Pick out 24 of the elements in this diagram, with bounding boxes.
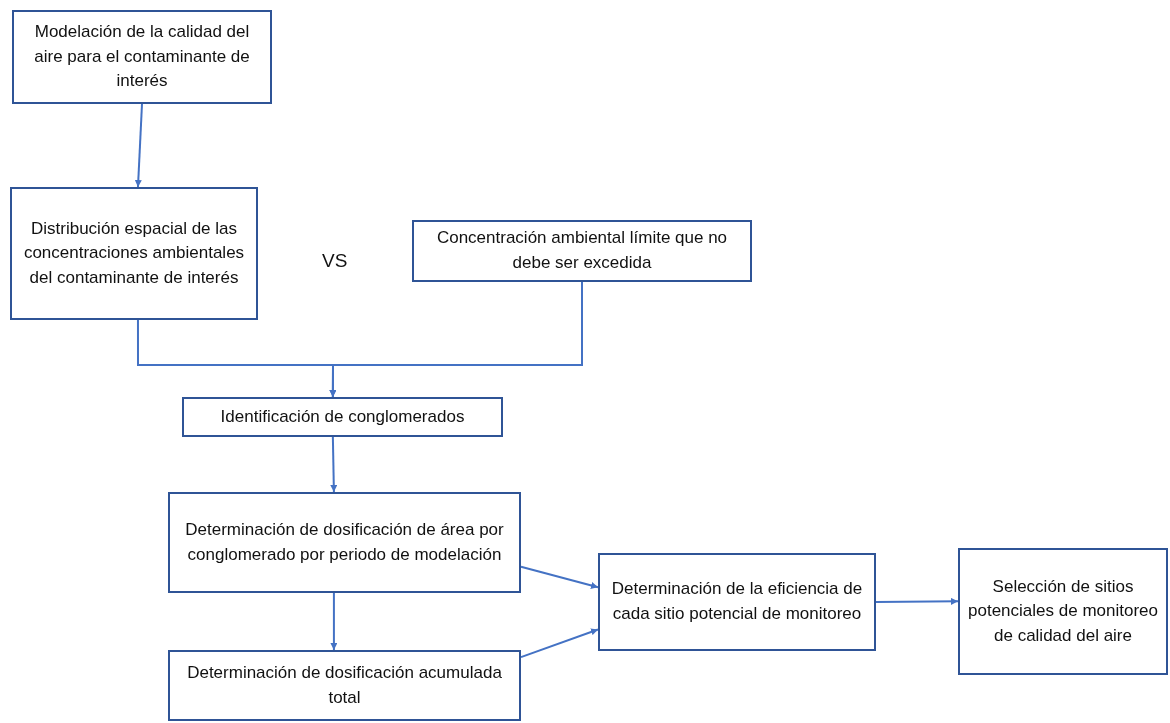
arrow [875,597,959,605]
box-text: Identificación de conglomerados [220,405,465,428]
process-box [412,220,752,282]
box-text: Modelación de la calidad del aire para el contaminante de interés [33,21,251,93]
box-text: Determinación de la eficiencia de cada sitio potencial de monitoreo [610,578,864,625]
arrow [134,103,143,188]
comparison-label: VS [322,250,348,272]
arrow [330,592,338,651]
box-text: Concentración ambiental límite que no debe ser excedida [435,227,729,274]
box-text: Determinación de dosificación acumulada total [186,661,503,709]
process-box [10,187,258,320]
arrow [520,628,599,659]
arrow [330,436,338,493]
process-box [958,548,1168,675]
process-box [182,397,503,437]
process-box [598,553,876,651]
process-box [168,492,521,593]
arrow [520,565,599,589]
box-text: Determinación de dosificación de área por conglomerado por periodo de modelación [184,518,505,566]
arrow [329,281,583,398]
box-text: Selección de sitios potenciales de monitoreo de calidad del aire [968,575,1158,647]
process-box [168,650,521,721]
box-text: Distribución espacial de las concentraciones ambientales del contaminante de interés [22,217,246,289]
process-box [12,10,272,104]
